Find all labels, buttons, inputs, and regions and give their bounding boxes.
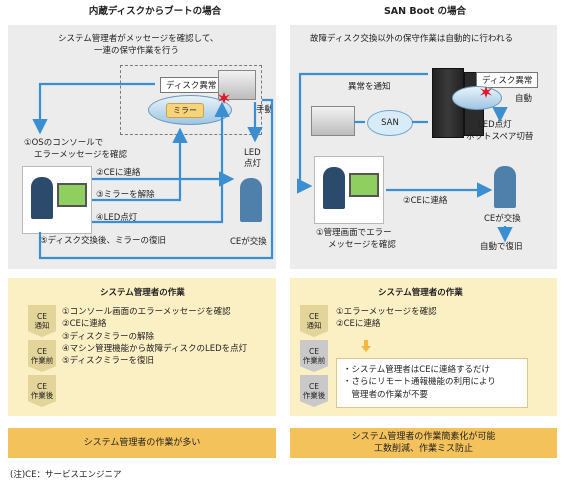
left-intro-line1: システム管理者がメッセージを確認して、	[58, 34, 219, 44]
right-contact-label: ②CEに連絡	[403, 196, 448, 206]
right-notes-list: ・システム管理者はCEに連絡するだけ ・さらにリモート通報機能の利用により 管理…	[343, 364, 496, 401]
left-stage-before: CE 作業前	[28, 340, 56, 372]
right-admin-screen-line1: ①管理画面でエラー	[316, 228, 392, 238]
left-console-line2: エラーメッセージを確認	[34, 150, 127, 160]
left-admin-person-icon	[31, 177, 53, 219]
left-stage-before-line1: CE	[37, 347, 47, 356]
left-title: 内蔵ディスクからブートの場合	[88, 6, 222, 17]
left-monitor-icon	[57, 183, 87, 207]
san-cloud: SAN	[367, 110, 413, 136]
down-arrow-icon	[361, 340, 371, 352]
hot-spare-label: ホットスペア切替	[466, 132, 534, 142]
left-intro-line2: 一連の保守作業を行う	[94, 46, 180, 56]
right-stage-after-line2: 作業後	[302, 391, 326, 400]
left-disk-error-label: ディスク異常	[160, 77, 223, 93]
right-led-label: LED点灯	[478, 120, 512, 130]
left-task-item: ②CEに連絡	[62, 319, 107, 330]
left-step3-label: ③ミラーを解除	[96, 190, 155, 200]
right-stage-after-line1: CE	[309, 382, 319, 391]
left-task-item: ④マシン管理機能から故障ディスクのLEDを点灯	[62, 343, 248, 354]
right-title: SAN Boot の場合	[383, 6, 467, 17]
right-summary-line2: 工数削減、作業ミス防止	[373, 444, 473, 454]
left-ce-replace-label: CEが交換	[230, 237, 267, 247]
right-stage-notify-line1: CE	[309, 312, 319, 321]
right-stage-before-line1: CE	[309, 347, 319, 356]
left-led-line2: 点灯	[244, 159, 262, 169]
right-monitor-icon	[349, 173, 379, 197]
right-admin-screen-line2: メッセージを確認	[328, 240, 396, 250]
right-note: ・システム管理者はCEに連絡するだけ	[343, 365, 491, 375]
right-stage-before: CE 作業前	[300, 340, 328, 372]
right-ce-replace-label: CEが交換	[484, 214, 521, 224]
right-task-list: ①エラーメッセージを確認 ②CEに連絡	[336, 306, 437, 331]
left-stage-notify: CE 通知	[28, 305, 56, 337]
right-note: ・さらにリモート通報機能の利用により	[343, 377, 496, 388]
mirror-label: ミラー	[166, 103, 204, 118]
left-summary-text: システム管理者の作業が多い	[83, 437, 201, 448]
left-summary-bar: システム管理者の作業が多い	[8, 428, 276, 458]
left-task-list: ①コンソール画面のエラーメッセージを確認 ②CEに連絡 ③ディスクミラーの解除 …	[62, 306, 247, 367]
right-summary-bar: システム管理者の作業簡素化が可能 工数削減、作業ミス防止	[290, 428, 557, 458]
left-stage-after: CE 作業後	[28, 375, 56, 407]
right-task-item: ①エラーメッセージを確認	[336, 307, 437, 317]
right-admin-box	[314, 156, 384, 224]
right-disk-platter	[452, 86, 502, 110]
left-led-line1: LED	[244, 148, 261, 158]
right-summary-line1: システム管理者の作業簡素化が可能	[351, 431, 496, 442]
left-stage-after-line1: CE	[37, 382, 47, 391]
right-auto-label: 自動	[515, 94, 533, 104]
right-stage-before-line2: 作業前	[302, 356, 326, 365]
left-stage-notify-line1: CE	[37, 312, 47, 321]
left-stage-notify-line2: 通知	[34, 321, 50, 330]
left-console-line1: ①OSのコンソールで	[24, 138, 104, 148]
left-stage-after-line2: 作業後	[30, 391, 54, 400]
left-task-item: ⑤ディスクミラーを復旧	[62, 356, 155, 367]
left-step2-label: ②CEに連絡	[96, 168, 141, 178]
right-admin-person-icon	[323, 167, 345, 209]
left-manual-label: 手動	[256, 105, 274, 115]
left-step4-label: ④LED点灯	[96, 213, 138, 223]
right-intro: 故障ディスク交換以外の保守作業は自動的に行われる	[310, 34, 513, 44]
right-notify-label: 異常を通知	[348, 82, 391, 92]
right-ce-person-icon	[494, 166, 516, 208]
left-step5-label: ⑤ディスク交換後、ミラーの復旧	[40, 236, 167, 246]
left-task-item: ③ディスクミラーの解除	[62, 331, 155, 342]
right-stage-after: CE 作業後	[300, 375, 328, 407]
left-stage-before-line2: 作業前	[30, 356, 54, 365]
right-task-item: ②CEに連絡	[336, 319, 381, 330]
footnote: (注)CE：サービスエンジニア	[10, 470, 122, 480]
auto-recover-label: 自動で復旧	[480, 242, 523, 252]
left-tasks-title: システム管理者の作業	[100, 288, 185, 298]
right-stage-notify-line2: 通知	[306, 321, 322, 330]
right-storage-server	[311, 106, 355, 136]
right-note: 管理者の作業が不要	[343, 389, 429, 400]
right-notes-box: ・システム管理者はCEに連絡するだけ ・さらにリモート通報機能の利用により 管理…	[336, 358, 528, 408]
right-stage-notify: CE 通知	[300, 305, 328, 337]
right-tasks-title: システム管理者の作業	[378, 288, 463, 298]
right-disk-error-label: ディスク異常	[476, 72, 539, 88]
left-task-item: ①コンソール画面のエラーメッセージを確認	[62, 307, 231, 317]
left-ce-person-icon	[240, 178, 262, 222]
left-admin-box	[22, 166, 92, 234]
